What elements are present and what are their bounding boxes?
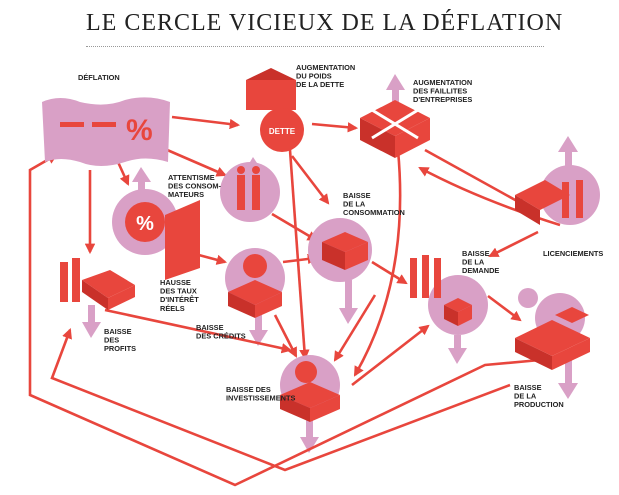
arrow-profits-to-investissements: [104, 308, 293, 354]
arrow-dette-to-consommation: [290, 155, 330, 205]
diagram-title: LE CERCLE VICIEUX DE LA DÉFLATION: [86, 10, 564, 36]
pink-arrow-up-licenciements: [558, 136, 578, 180]
label-line: DE LA DETTE: [296, 80, 344, 89]
pink-arrow-down-credits: [249, 315, 268, 346]
label-line: MATEURS: [168, 190, 204, 199]
label-line: INVESTISSEMENTS: [226, 394, 295, 403]
pink-flow-arrows: [82, 74, 578, 453]
label-line: ATTENTISME: [168, 173, 215, 182]
arrow-consommation-to-investissements: [333, 294, 377, 362]
label-line: DU POIDS: [296, 72, 332, 81]
label-line: BAISSE: [462, 249, 490, 258]
label-line: DE LA: [462, 258, 485, 267]
label-line: BAISSE: [196, 323, 224, 332]
label-line: BAISSE: [514, 383, 542, 392]
pink-arrow-down-investissements: [300, 420, 319, 453]
label-line: DE LA: [343, 200, 366, 209]
label-line: AUGMENTATION: [413, 78, 472, 87]
label-deflation: DÉFLATION: [78, 73, 120, 82]
deflation-percent-sign: %: [126, 114, 153, 147]
arrow-faillites-to-licenciements: [424, 148, 528, 208]
arrow-faillites-to-investissements: [353, 149, 402, 377]
arrow-licenciements-to-demande: [488, 230, 539, 258]
arrow-deflation-to-attentisme: [157, 144, 227, 177]
label-line: D'INTÉRÊT: [160, 295, 199, 304]
pink-arrow-down-profits: [82, 305, 101, 338]
label-line: BAISSE: [343, 191, 371, 200]
pink-arrow-down-demande: [448, 335, 467, 364]
label-line: DES CONSOM-: [168, 182, 222, 191]
label-line: BAISSE DES: [226, 385, 271, 394]
label-line: D'ENTREPRISES: [413, 95, 472, 104]
title-rule: [86, 46, 544, 47]
label-line: RÉELS: [160, 304, 185, 313]
label-line: PRODUCTION: [514, 400, 564, 409]
arrow-production-to-profits: [28, 153, 541, 487]
label-line: DÉFLATION: [78, 73, 120, 82]
node-investissements: [280, 355, 340, 422]
node-demande: [410, 255, 488, 335]
dette-badge: DETTE: [269, 127, 296, 136]
label-line: BAISSE: [104, 327, 132, 336]
arrow-deflation-to-taux: [116, 161, 130, 186]
node-credits: [225, 248, 285, 318]
label-line: DES CRÉDITS: [196, 332, 246, 341]
arrow-consommation-to-demande: [371, 260, 408, 285]
label-licenciements: LICENCIEMENTS: [543, 249, 603, 258]
pink-arrow-up-taux: [132, 167, 151, 198]
arrow-dette-to-faillites: [311, 122, 359, 133]
node-production: [515, 288, 590, 370]
arrow-attentisme-to-consommation: [271, 212, 318, 242]
label-line: DEMANDE: [462, 266, 499, 275]
label-line: DE LA: [514, 392, 537, 401]
pink-arrow-down-production: [558, 360, 578, 399]
label-line: AUGMENTATION: [296, 63, 355, 72]
label-line: CONSOMMATION: [343, 208, 405, 217]
label-line: DES: [104, 336, 119, 345]
pink-arrow-down-consommation: [339, 280, 358, 324]
node-attentisme: [220, 162, 280, 222]
arrow-production-loop: [50, 328, 511, 472]
node-taux: %: [112, 189, 200, 280]
arrow-credits-to-investissements: [273, 314, 298, 358]
label-line: HAUSSE: [160, 278, 191, 287]
taux-percent-sign: %: [136, 213, 154, 235]
label-line: PROFITS: [104, 344, 136, 353]
node-faillites: [360, 100, 430, 158]
node-deflation: %: [42, 97, 170, 166]
node-consommation: [308, 218, 372, 282]
node-profits: [60, 258, 135, 310]
arrow-dette-to-investissements: [288, 149, 310, 361]
arrow-deflation-to-dette: [171, 115, 241, 130]
label-line: DES FAILLITES: [413, 87, 467, 96]
node-dette: DETTE: [246, 68, 304, 152]
arrow-demande-to-faillites: [418, 166, 561, 227]
arrow-demande-to-production: [487, 294, 522, 322]
label-line: LICENCIEMENTS: [543, 249, 603, 258]
label-line: DES TAUX: [160, 287, 197, 296]
arrow-investissements-to-demande: [351, 324, 430, 387]
node-licenciements: [515, 165, 600, 225]
